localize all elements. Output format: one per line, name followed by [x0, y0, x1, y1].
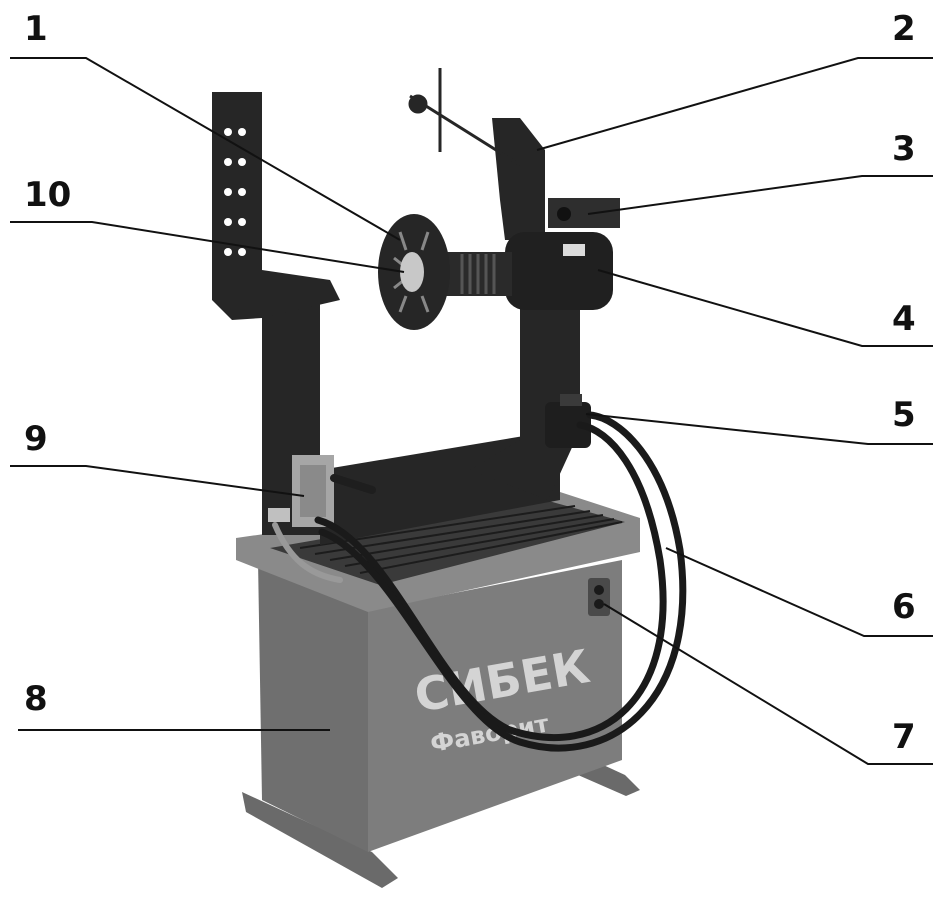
right-arm [492, 118, 545, 240]
left-arm-teeth [224, 128, 246, 256]
housing-label [563, 244, 585, 256]
clamp-knob [557, 207, 571, 221]
callout-2: 2 [892, 9, 916, 49]
center-hub [400, 252, 424, 292]
leader-9 [10, 465, 305, 497]
spindle-housing [505, 232, 613, 310]
dial-indicator [408, 68, 521, 167]
leader-5 [585, 413, 933, 445]
switch-button-bottom [594, 599, 604, 609]
callout-6: 6 [892, 587, 916, 627]
leader-lines [10, 57, 933, 765]
cabinet-left-face [258, 560, 368, 852]
callout-3: 3 [892, 129, 916, 169]
leader-7 [603, 603, 933, 765]
leader-10 [10, 221, 405, 273]
callout-10: 10 [24, 175, 71, 215]
cabinet-foot-left [242, 792, 398, 888]
cabinet-front-face [368, 560, 622, 852]
leader-4 [597, 269, 933, 347]
left-arm [212, 92, 340, 320]
valve-block [268, 455, 376, 527]
shaft-thread [460, 254, 496, 294]
callout-4: 4 [892, 299, 916, 339]
cabinet: СИБЕК Фаворит [236, 492, 640, 888]
leader-1 [10, 57, 401, 241]
callout-7: 7 [892, 717, 916, 757]
leader-6 [665, 547, 933, 637]
leader-3 [587, 175, 933, 215]
leader-2 [536, 57, 933, 151]
control-panel [588, 578, 610, 616]
callout-8: 8 [24, 679, 48, 719]
switch-button-top [594, 585, 604, 595]
callout-numbers: 1 2 3 4 5 6 7 8 9 10 [24, 9, 916, 757]
callout-1: 1 [24, 9, 48, 49]
hydraulic-hoses [272, 411, 687, 752]
callout-9: 9 [24, 419, 48, 459]
hydraulic-cylinder [545, 394, 591, 448]
callout-5: 5 [892, 395, 916, 435]
right-column [470, 305, 580, 500]
spindle-assembly [378, 214, 613, 330]
